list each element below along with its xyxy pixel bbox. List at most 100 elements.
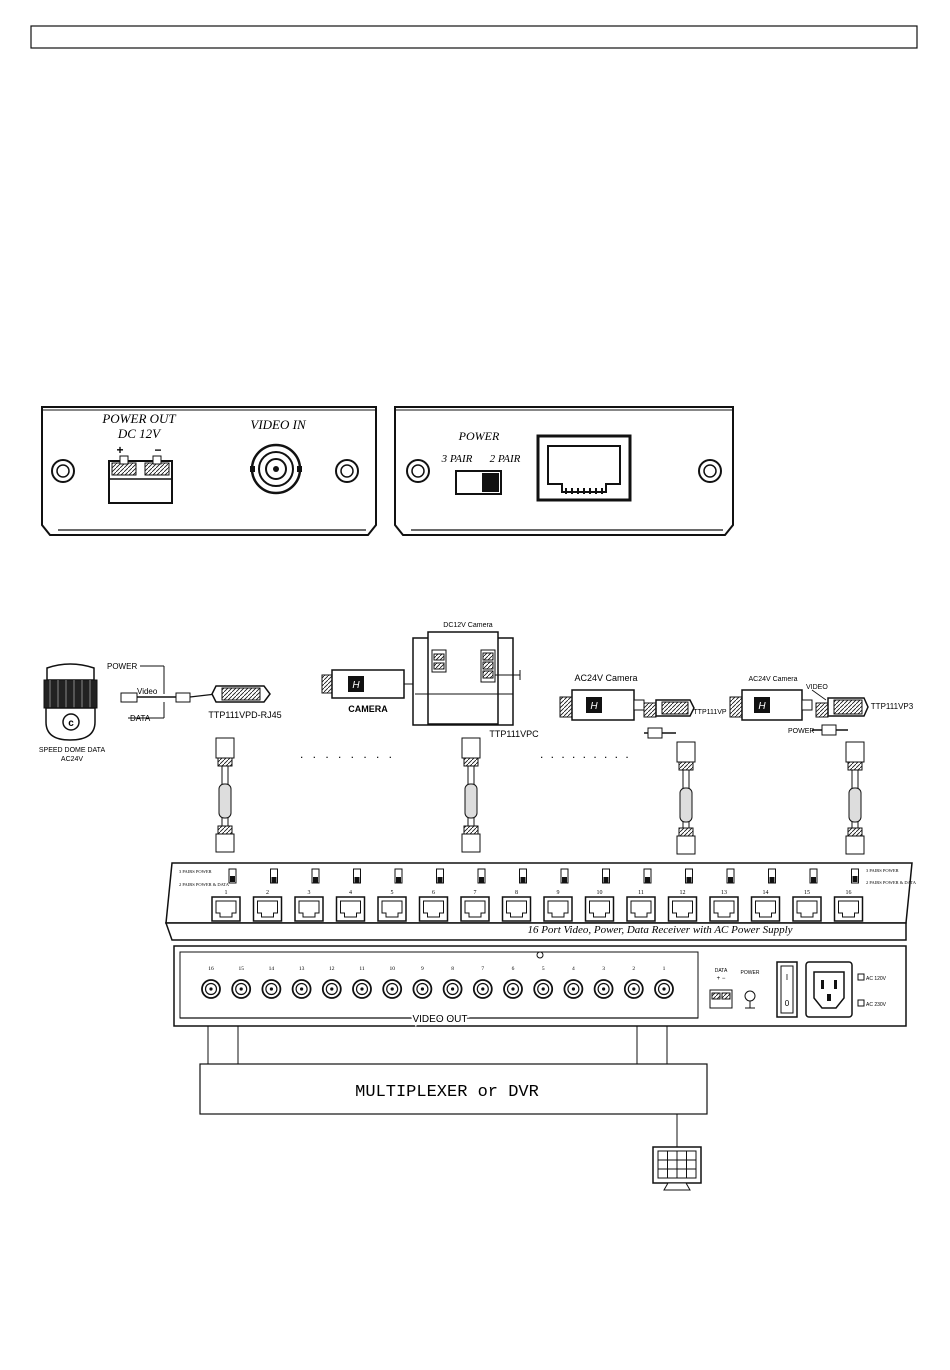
port-number: 10 <box>597 890 603 896</box>
power-label-b: POWER <box>788 728 814 735</box>
bnc-number: 7 <box>481 966 484 972</box>
dome-power-label: POWER <box>107 662 137 671</box>
bnc-number: 12 <box>329 966 335 972</box>
hub-port-1: 1 <box>211 868 241 922</box>
bnc-number: 9 <box>421 966 424 972</box>
dome-data-label: DATA <box>130 714 151 723</box>
hub-port-13: 13 <box>709 868 739 922</box>
hub-port-10: 10 <box>584 868 615 922</box>
hub-port-5: 5 <box>377 868 407 922</box>
hub-port-11: 11 <box>626 868 656 922</box>
balun-ttp111vp3-icon <box>811 689 869 736</box>
hub-port-12: 12 <box>667 868 698 922</box>
multiplexer-dvr-label: MULTIPLEXER or DVR <box>355 1083 539 1102</box>
video-label-b: VIDEO <box>806 684 828 691</box>
speed-dome-camera-icon: c <box>43 663 98 741</box>
video-in-label: VIDEO IN <box>250 417 307 432</box>
bnc-video-out-14: 14 <box>261 966 282 999</box>
pair2-label: 2 PAIR <box>490 453 521 465</box>
ttp111vpd-rj45-label: TTP111VPD-RJ45 <box>208 710 281 720</box>
bnc-number: 15 <box>238 966 244 972</box>
cat5-cable-3 <box>676 741 696 855</box>
bnc-number: 6 <box>512 966 515 972</box>
hub-port-3: 3 <box>294 868 324 922</box>
bnc-number: 16 <box>208 966 214 972</box>
speed-dome-label-2: AC24V <box>61 756 84 763</box>
port-number: 7 <box>474 890 477 896</box>
hub-port-16: 16 <box>833 868 864 922</box>
port-number: 6 <box>432 890 435 896</box>
ac24v-camera-b-label: AC24V Camera <box>748 676 797 683</box>
port-number: 9 <box>557 890 560 896</box>
power-terminal-block-icon <box>108 455 173 504</box>
ac24v-camera-a-icon: H <box>559 689 645 721</box>
bnc-video-out-11: 11 <box>352 966 372 999</box>
bnc-number: 10 <box>389 966 395 972</box>
rear-power-label: POWER <box>741 970 760 976</box>
left-switch-bottom-label: 2 PAIRS POWER & DATA <box>179 882 230 887</box>
port-number: 2 <box>266 890 269 896</box>
pair-select-switch-icon <box>455 470 502 495</box>
bnc-number: 2 <box>632 966 635 972</box>
bnc-number: 8 <box>451 966 454 972</box>
bnc-number: 3 <box>602 966 605 972</box>
ac230-label: AC 230V <box>866 1002 887 1008</box>
rj45-jack-icon <box>536 434 632 502</box>
bnc-video-out-5: 5 <box>533 966 554 999</box>
dome-video-label: Video <box>137 687 158 696</box>
balun-ttp111vp-icon <box>643 699 695 739</box>
cat5-cable-2 <box>461 737 481 853</box>
bnc-number: 11 <box>359 966 365 972</box>
minus-label: − <box>154 443 161 457</box>
ttp111vpc-unit-icon <box>412 631 521 726</box>
port-number: 8 <box>515 890 518 896</box>
ttp111vpc-label: TTP111VPC <box>489 729 539 739</box>
bnc-number: 5 <box>542 966 545 972</box>
hub-port-8: 8 <box>501 868 532 922</box>
dc12v-camera-label: DC12V Camera <box>443 622 493 629</box>
hub-port-4: 4 <box>335 868 366 922</box>
bnc-video-out-6: 6 <box>503 966 523 999</box>
bnc-number: 13 <box>299 966 305 972</box>
ac24v-camera-a-label: AC24V Camera <box>574 673 637 683</box>
hub-caption: 16 Port Video, Power, Data Receiver with… <box>527 924 792 936</box>
bnc-video-out-16: 16 <box>201 966 221 999</box>
dome-connection-lines <box>120 665 217 719</box>
ellipsis-right: . . . . . . . . . <box>540 747 631 761</box>
cat5-cable-4 <box>845 741 865 855</box>
left-switch-top-label: 3 PAIRS POWER <box>179 869 212 874</box>
multiplexer-dvr-box <box>199 1063 708 1115</box>
hub-port-6: 6 <box>418 868 449 922</box>
port-number: 13 <box>721 890 727 896</box>
bnc-video-out-4: 4 <box>563 966 584 999</box>
right-switch-bottom-label: 2 PAIRS POWER & DATA <box>866 880 917 885</box>
port-number: 4 <box>349 890 352 896</box>
box-camera-icon: H <box>321 669 414 699</box>
hub-port-2: 2 <box>252 868 283 922</box>
hub-port-9: 9 <box>543 868 573 922</box>
rear-data-polarity: + − <box>717 976 726 982</box>
rear-data-label: DATA <box>715 968 728 974</box>
port-number: 11 <box>638 890 644 896</box>
svg-text:H: H <box>758 701 766 712</box>
hub-port-14: 14 <box>750 868 781 922</box>
ac24v-camera-b-icon: H <box>729 689 813 721</box>
bnc-video-out-7: 7 <box>472 966 493 999</box>
video-in-bnc-icon <box>250 443 302 495</box>
svg-text:H: H <box>590 701 598 712</box>
port-number: 16 <box>846 890 852 896</box>
video-out-label: VIDEO OUT <box>412 1014 467 1025</box>
right-switch-top-label: 3 PAIRS POWER <box>866 868 899 873</box>
port-number: 14 <box>763 890 769 896</box>
bnc-video-out-12: 12 <box>321 966 342 999</box>
pair3-label: 3 PAIR <box>441 453 473 465</box>
bnc-video-out-10: 10 <box>382 966 403 999</box>
ellipsis-left: . . . . . . . . <box>300 747 395 761</box>
port-number: 3 <box>308 890 311 896</box>
svg-text:I: I <box>786 973 788 982</box>
balun-rj45-icon <box>211 685 271 703</box>
hub-port-7: 7 <box>460 868 490 922</box>
